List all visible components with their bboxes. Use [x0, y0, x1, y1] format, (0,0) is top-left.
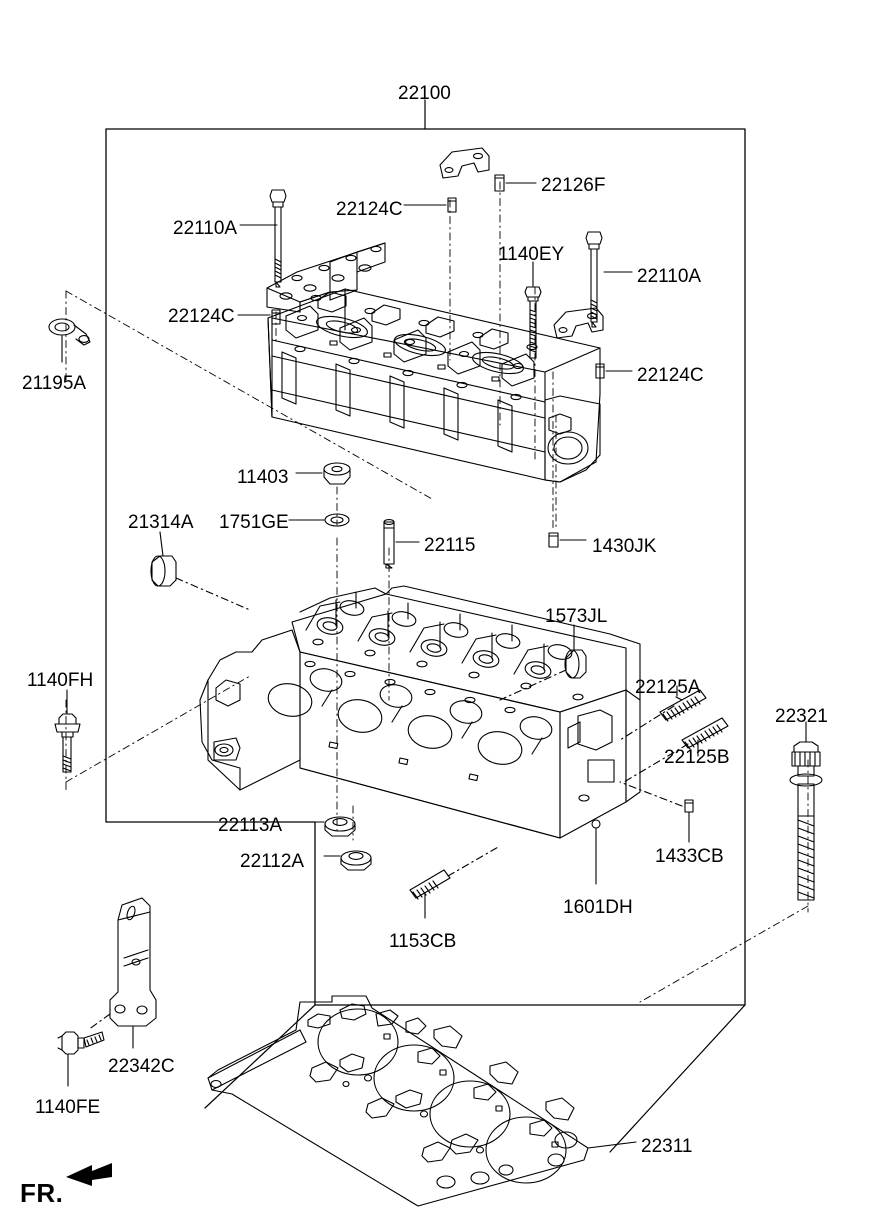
part-number-label: 22311 — [641, 1136, 693, 1157]
part-number-label: 1140EY — [498, 244, 565, 265]
part-number-label: 22125B — [664, 747, 730, 768]
part-number-label: 22100 — [398, 83, 451, 104]
part-number-label: 22124C — [168, 306, 235, 327]
part-22311-head-gasket — [207, 995, 589, 1207]
part-number-label: 1433CB — [655, 846, 724, 867]
part-number-label: 1751GE — [219, 512, 289, 533]
part-1140FE-bolt — [57, 1031, 105, 1055]
part-number-label: 22113A — [218, 815, 283, 836]
part-1601DH-plug — [591, 819, 601, 829]
part-number-label: 22110A — [173, 218, 238, 239]
part-number-label: 1430JK — [592, 536, 657, 557]
part-number-label: 22112A — [240, 851, 305, 872]
part-22110A-bolt-right — [585, 231, 603, 328]
part-number-label: 22124C — [637, 365, 704, 386]
part-number-label: 1140FE — [35, 1097, 101, 1118]
part-1140FH-bolt — [54, 713, 81, 773]
part-number-label: 22125A — [635, 677, 701, 698]
part-cam-carrier-rail — [266, 242, 386, 313]
part-number-label: 1153CB — [389, 931, 457, 952]
part-22321-head-bolt — [789, 741, 823, 901]
part-22125A-stud — [659, 689, 707, 722]
part-number-label: 22124C — [336, 199, 403, 220]
part-22124C-dowel-1 — [447, 197, 457, 213]
group-frame-22100 — [105, 99, 746, 1153]
part-number-label: 1140FH — [27, 670, 94, 691]
part-1140EY-bolt — [524, 286, 542, 359]
part-number-label: 21314A — [128, 512, 194, 533]
orientation-arrow — [66, 1163, 112, 1186]
part-21195A-oil-jet — [48, 318, 91, 346]
part-22125B-stud — [681, 717, 729, 750]
part-21314A-cup-plug — [150, 555, 177, 587]
part-number-label: 22321 — [775, 706, 828, 727]
part-number-label: 22126F — [541, 175, 606, 196]
part-22113A-valve-seal — [324, 816, 356, 837]
part-1433CB-pin — [684, 799, 694, 813]
part-22100-cylinder-head-body — [199, 585, 641, 839]
part-22342C-bracket — [109, 897, 157, 1027]
orientation-label: FR. — [20, 1178, 64, 1208]
part-1751GE-washer — [324, 513, 350, 527]
part-number-label: 21195A — [22, 373, 87, 394]
part-camshaft-carrier-body — [267, 288, 601, 483]
part-bearing-cap-top — [439, 147, 490, 179]
part-22126F-dowel — [494, 174, 505, 192]
part-11403-plug — [323, 462, 351, 485]
part-number-label: 11403 — [237, 467, 289, 488]
part-22115-dowel-sleeve — [383, 519, 395, 569]
part-1153CB-stud — [409, 869, 451, 900]
part-number-label: 22110A — [637, 266, 702, 287]
part-number-label: 22115 — [424, 535, 476, 556]
part-1430JK-pin — [548, 532, 559, 548]
part-number-label: 1573JL — [545, 606, 608, 627]
part-22110A-bolt-left — [269, 189, 287, 288]
part-number-label: 22342C — [108, 1056, 175, 1077]
part-22112A-valve-seal — [340, 850, 372, 871]
part-1573JL-welch-plug — [564, 649, 587, 679]
projection-lines — [65, 181, 809, 1003]
part-number-label: 1601DH — [563, 897, 633, 918]
part-bearing-cap-right — [553, 307, 604, 339]
